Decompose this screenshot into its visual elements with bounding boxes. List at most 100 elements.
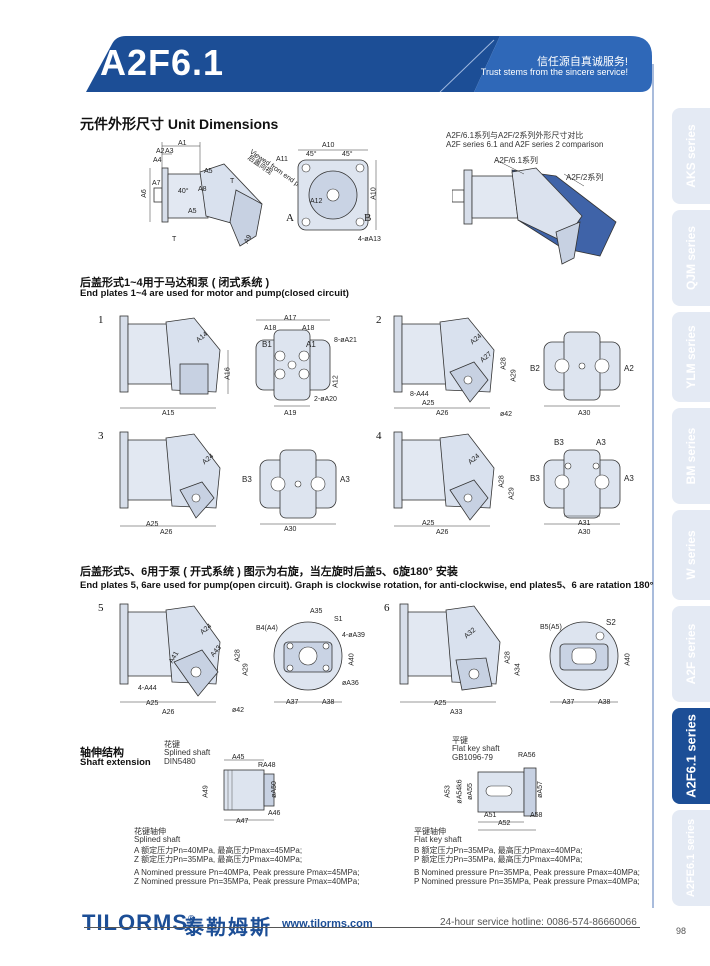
slogan-cn: 信任源自真诚服务! [536,56,628,68]
plate-1-a20: 2-øA20 [314,396,337,403]
flat-note-1: B 额定压力Pn=35MPa, 最高压力Pmax=40MPa; [414,846,583,855]
plate-5-b4: B4(A4) [256,625,278,632]
plate-1-a18a: A18 [264,325,277,332]
plate-5-a44: 4-A44 [138,685,157,692]
shaft-title-en: Shaft extension [80,757,151,768]
tab-bm-series[interactable]: BM series [672,408,710,504]
flat-a52: A52 [498,820,511,827]
splined-a49: A49 [202,785,210,798]
plate-2-a2: A2 [624,364,634,373]
plate-6-b5: B5(A5) [540,624,562,631]
plate-4-a3-top: A3 [596,438,606,447]
splined-note-4: Z Nomined pressure Pn=35MPa, Peak pressu… [134,877,360,886]
plate-6-a34: A34 [514,663,522,676]
plate-2-a26: A26 [436,410,449,417]
flat-tag-en: Flat key shaft [452,744,500,753]
unit-end-view-drawing [297,149,377,231]
dim-deg40: 40° [178,188,189,195]
slogan-en: Trust stems from the sincere service! [480,67,628,77]
plate-1-a15: A15 [162,410,175,417]
plate-6-s2: S2 [606,618,616,627]
unit-dimensions-title: 元件外形尺寸 Unit Dimensions [80,116,279,132]
plate-1-a1: A1 [306,340,316,349]
plate-5-a35: A35 [310,608,323,615]
website-link[interactable]: www.tilorms.com [282,918,373,930]
plate-4-a29: A29 [508,487,516,500]
page-number: 98 [676,926,687,936]
tab-aks-series[interactable]: AKS series [672,108,710,204]
plate-3-b3: B3 [242,475,252,484]
plate-4-side-drawing [393,431,495,527]
flat-a57: øA57 [536,781,544,798]
splined-shaft-drawing [223,759,275,821]
dim-a3: A3 [165,148,174,155]
plate-4-b3-top: B3 [554,438,564,447]
flat-note-2: P 额定压力Pn=35MPa, 最高压力Pmax=40MPa; [414,855,583,864]
tab-a2fe61-series[interactable]: A2FE6.1 series [672,810,710,906]
dim-a7: A7 [152,180,161,187]
comparison-drawing [452,160,617,265]
port-label-a: A [286,212,294,224]
dim-deg45a: 45° [306,151,317,158]
dim-t1: T [230,178,235,185]
splined-note-3: A Nomined pressure Pn=40MPa, Peak pressu… [134,868,360,877]
plate-2-side-drawing [393,315,495,409]
plate-4-a25: A25 [422,520,435,527]
plate-3-a3: A3 [340,475,350,484]
tab-qjm-series[interactable]: QJM series [672,210,710,306]
plate-5-a28: A28 [234,649,242,662]
flat-a55: øA55 [466,783,474,800]
plate-5-a36: øA36 [342,680,359,687]
closed-circuit-title-en: End plates 1~4 are used for motor and pu… [80,288,349,299]
plate-5-a25: A25 [146,700,159,707]
dim-a5b: A5 [188,208,197,215]
splined-caption-en: Splined shaft [134,835,181,844]
plate-6-a33: A33 [450,709,463,716]
dim-a10-side: A10 [370,187,378,200]
flat-a53: A53 [444,785,452,798]
dim-a12: A12 [310,198,323,205]
flat-caption-en: Flat key shaft [414,835,462,844]
flat-standard: GB1096-79 [452,753,493,762]
open-circuit-title-en: End plates 5, 6are used for pump(open ci… [80,580,654,591]
splined-a50: øA50 [270,781,278,798]
plate-5-a37: A37 [286,699,299,706]
tab-ylm-series[interactable]: YLM series [672,312,710,402]
plate-6-side-drawing [399,603,501,703]
open-circuit-title-cn: 后盖形式5、6用于泵 ( 开式系统 ) 图示为右旋，当左旋时后盖5、6旋180°… [80,566,458,578]
flat-note-3: B Nomined pressure Pn=35MPa, Peak pressu… [414,868,640,877]
dim-a5: A5 [204,168,213,175]
flat-a51: A51 [484,812,497,819]
plate-6-a37: A37 [562,699,575,706]
plate-2-a29: A29 [510,369,518,382]
plate-6-a25: A25 [434,700,447,707]
plate-1-a18b: A18 [302,325,315,332]
flat-key-shaft-drawing [477,767,537,831]
model-title: A2F6.1 [100,42,225,83]
plate-3-a25: A25 [146,521,159,528]
flat-caption-cn: 平键轴伸 [414,827,446,836]
plate-2-a42: ø42 [500,411,513,418]
tab-a2f-series[interactable]: A2F series [672,606,710,702]
plate-3-a26: A26 [160,529,173,536]
flat-a56: RA56 [518,752,536,759]
plate-5-a29: A29 [242,663,250,676]
dim-a1: A1 [178,140,187,147]
plate-4-b3-side: B3 [530,474,540,483]
plate-4-a28: A28 [498,475,506,488]
unit-side-view-drawing [149,142,263,247]
splined-a46: A46 [268,810,281,817]
flat-tag-cn: 平键 [452,736,468,745]
flat-a58: A58 [530,812,543,819]
footer-divider [84,927,640,928]
dim-t2: T [172,236,177,243]
splined-note-1: A 额定压力Pn=40MPa, 最高压力Pmax=45MPa; [134,846,303,855]
plate-3-number: 3 [98,430,104,442]
service-hotline: 24-hour service hotline: 0086-574-866600… [440,917,637,928]
brand-logo: TILORMS® [82,910,196,935]
plate-6-end-drawing [549,621,619,703]
tab-w-series[interactable]: W series [672,510,710,600]
dim-deg45b: 45° [342,151,353,158]
tab-a2f61-series[interactable]: A2F6.1 series [672,708,710,804]
splined-caption-cn: 花键轴伸 [134,827,166,836]
